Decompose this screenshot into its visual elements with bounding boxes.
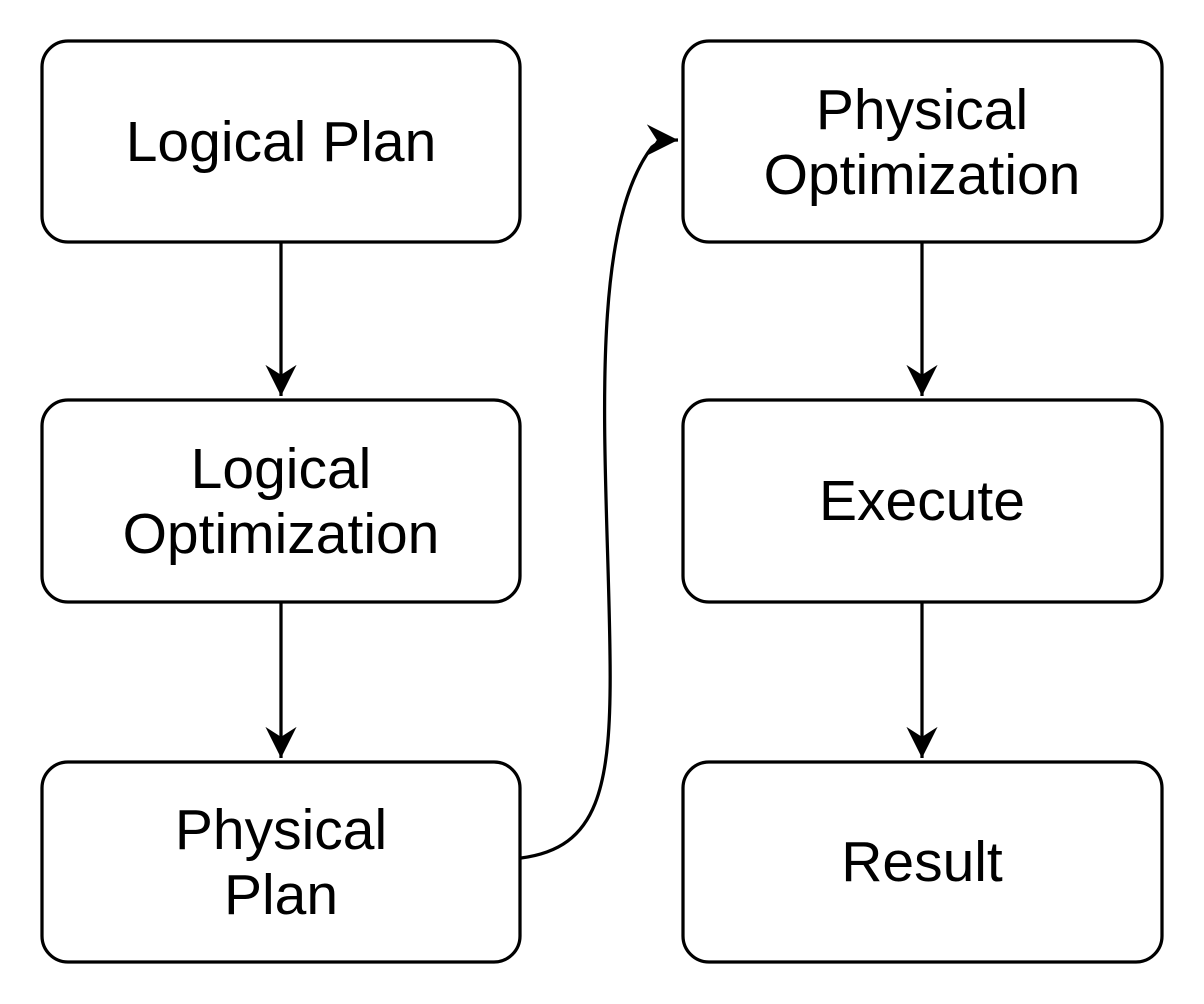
logical-optimization-label-line1: Logical bbox=[191, 437, 372, 501]
physical-optimization-label-line1: Physical bbox=[816, 78, 1028, 142]
node-result: Result bbox=[681, 760, 1164, 964]
edges-layer bbox=[265, 124, 938, 860]
physical-plan-label-line2: Plan bbox=[224, 863, 338, 927]
physical-optimization-box bbox=[681, 39, 1164, 244]
physical-plan-label-line1: Physical bbox=[175, 798, 387, 862]
logical-plan-box bbox=[40, 39, 522, 244]
result-label: Result bbox=[841, 830, 1003, 894]
logical-optimization-box bbox=[40, 398, 522, 604]
node-physical-optimization: Physical Optimization bbox=[681, 39, 1164, 244]
logical-plan-label: Logical Plan bbox=[126, 110, 437, 174]
logical-optimization-label-line2: Optimization bbox=[123, 502, 440, 566]
execute-box bbox=[681, 398, 1164, 604]
physical-optimization-label-line2: Optimization bbox=[764, 143, 1081, 207]
edge-physical-plan-to-physical-optimization bbox=[520, 124, 679, 860]
execute-label: Execute bbox=[819, 469, 1025, 533]
node-physical-plan: Physical Plan bbox=[40, 760, 522, 964]
physical-plan-box bbox=[40, 760, 522, 964]
node-logical-plan: Logical Plan bbox=[40, 39, 522, 244]
result-box bbox=[681, 760, 1164, 964]
node-execute: Execute bbox=[681, 398, 1164, 604]
node-logical-optimization: Logical Optimization bbox=[40, 398, 522, 604]
